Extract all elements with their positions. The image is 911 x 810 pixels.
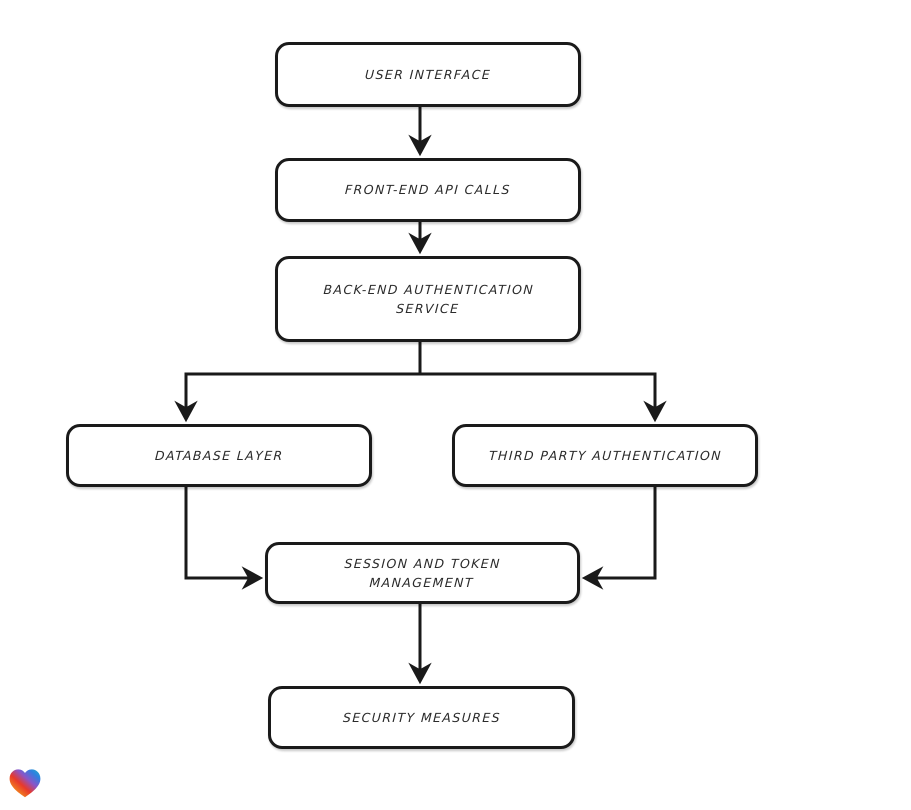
node-third-party-authentication-label: Third Party Authentication bbox=[488, 447, 722, 463]
node-security-measures-label: Security Measures bbox=[342, 709, 501, 725]
node-frontend-api-calls[interactable]: Front-End API Calls bbox=[275, 158, 581, 222]
node-user-interface[interactable]: User Interface bbox=[275, 42, 581, 107]
node-session-and-token-management-label: Session and Token Management bbox=[344, 555, 502, 590]
node-frontend-api-calls-label: Front-End API Calls bbox=[344, 182, 512, 198]
edge-backend-auth-to-database-layer bbox=[174, 372, 420, 423]
edge-backend-auth-to-third-party-auth bbox=[420, 372, 667, 423]
node-database-layer[interactable]: Database Layer bbox=[66, 424, 372, 487]
edge-database-layer-to-session-token bbox=[184, 487, 264, 590]
node-database-layer-label: Database Layer bbox=[154, 447, 284, 463]
node-user-interface-label: User Interface bbox=[364, 66, 492, 82]
node-backend-authentication-service-label: Back-End Authentication Service bbox=[322, 281, 535, 316]
node-security-measures[interactable]: Security Measures bbox=[268, 686, 575, 749]
edge-third-party-auth-to-session-token bbox=[581, 487, 657, 590]
node-third-party-authentication[interactable]: Third Party Authentication bbox=[452, 424, 758, 487]
node-session-and-token-management[interactable]: Session and Token Management bbox=[265, 542, 580, 604]
rainbow-heart-icon bbox=[9, 769, 41, 798]
node-backend-authentication-service[interactable]: Back-End Authentication Service bbox=[275, 256, 581, 342]
